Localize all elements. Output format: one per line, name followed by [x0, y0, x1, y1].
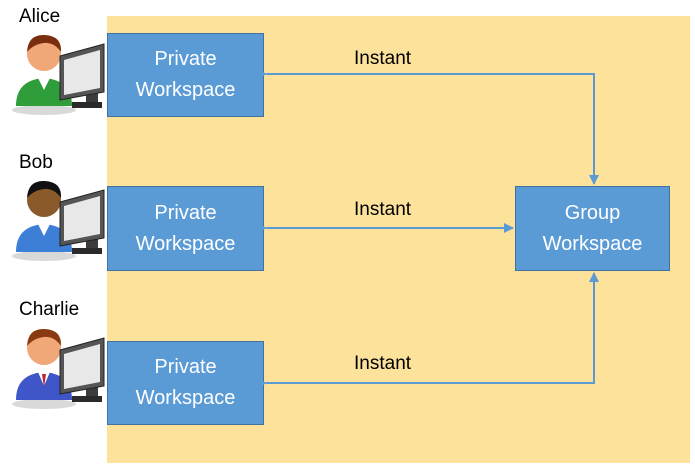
edge-alice-group — [257, 69, 599, 185]
user-label-charlie: Charlie — [19, 299, 80, 320]
alice-user-computer-icon — [12, 34, 105, 115]
private-workspace-bob: Private Workspace — [107, 186, 264, 271]
edge-charlie-group — [257, 272, 599, 388]
box-line1: Private — [154, 356, 217, 378]
user-label-bob: Bob — [19, 152, 53, 173]
edge-label-charlie: Instant — [354, 353, 412, 374]
box-line1: Private — [154, 48, 217, 70]
private-workspace-charlie: Private Workspace — [107, 341, 264, 425]
box-line1: Group — [564, 201, 621, 224]
bob-user-computer-icon — [12, 180, 105, 261]
box-line1: Private — [154, 201, 217, 224]
edge-label-bob: Instant — [354, 199, 412, 220]
box-line2: Workspace — [135, 79, 236, 101]
user-label-alice: Alice — [19, 6, 61, 27]
group-workspace: Group Workspace — [515, 186, 670, 271]
box-line2: Workspace — [135, 232, 236, 255]
box-line2: Workspace — [135, 387, 236, 409]
box-line2: Workspace — [542, 232, 643, 255]
edge-label-alice: Instant — [354, 48, 412, 69]
charlie-user-computer-icon — [12, 328, 105, 409]
private-workspace-alice: Private Workspace — [107, 33, 264, 117]
